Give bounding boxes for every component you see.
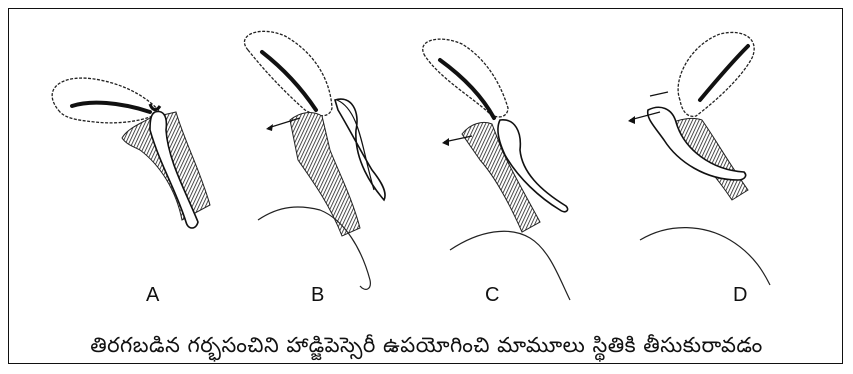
panel-a-illustration <box>52 78 210 228</box>
panel-c-illustration <box>423 39 570 300</box>
panel-b-illustration <box>244 31 385 289</box>
panel-label-c: C <box>485 284 499 307</box>
panel-label-b: B <box>311 284 324 307</box>
panel-d-illustration <box>628 32 770 285</box>
panel-label-a: A <box>146 284 159 307</box>
figure-caption: తిరగబడిన గర్భసంచిని హాడ్జిపెస్సెరీ ఉపయోగ… <box>0 333 853 363</box>
panel-label-d: D <box>733 284 747 307</box>
